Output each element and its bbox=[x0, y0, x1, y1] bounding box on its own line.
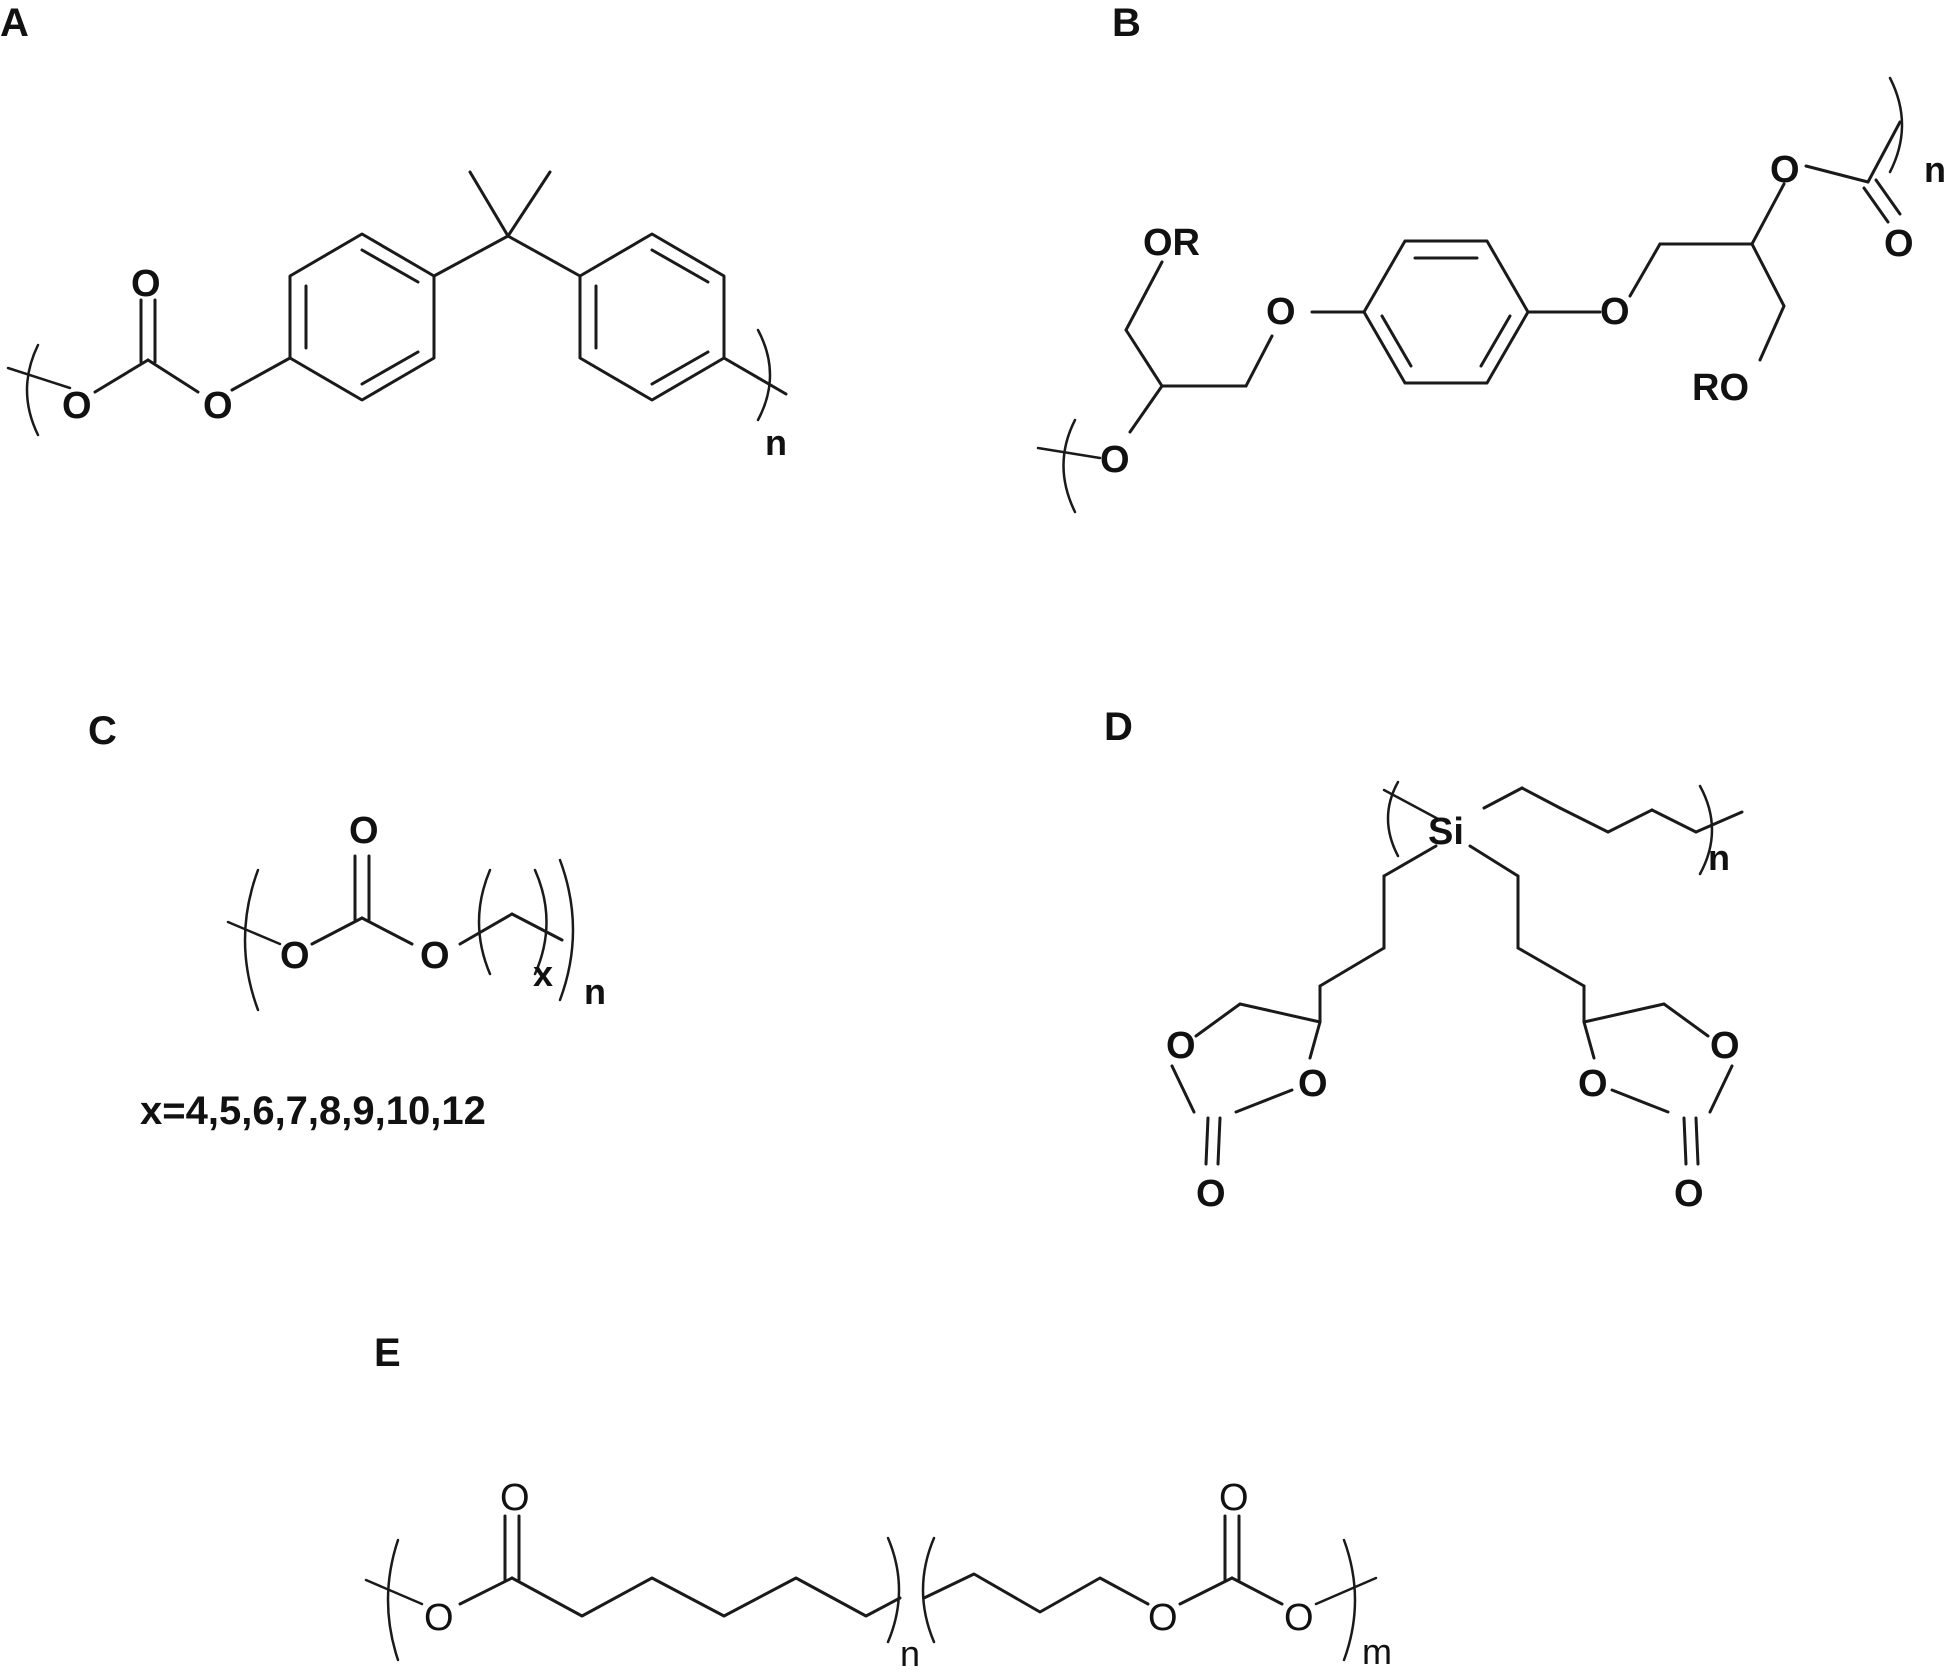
benzene-ring-1 bbox=[288, 232, 436, 402]
panel-label-d: D bbox=[1104, 705, 1133, 749]
atom-o-ring-r-left: O bbox=[1578, 1063, 1608, 1105]
bracket-left bbox=[1062, 418, 1077, 514]
note-x-values: x=4,5,6,7,8,9,10,12 bbox=[140, 1089, 486, 1133]
atom-o-carbonyl: O bbox=[349, 810, 379, 852]
bracket-right-outer bbox=[558, 858, 575, 1002]
atom-o-mid: O bbox=[1148, 1597, 1178, 1639]
bracket-right bbox=[1342, 1538, 1357, 1662]
bracket-left-outer bbox=[243, 868, 260, 1012]
atom-o-left: O bbox=[1100, 439, 1130, 481]
hexyl-chain bbox=[510, 1576, 902, 1618]
panel-a: A O O O n bbox=[0, 1, 788, 463]
methyl-2 bbox=[506, 170, 552, 238]
end-bond-left bbox=[226, 920, 282, 946]
panel-label-b: B bbox=[1112, 1, 1141, 45]
atom-o-ring-l-top: O bbox=[1166, 1025, 1196, 1067]
panel-b: B O OR O O RO O O bbox=[1036, 1, 1946, 514]
atom-o-mid-left: O bbox=[1266, 291, 1296, 333]
benzene-ring bbox=[1362, 239, 1530, 385]
bracket-right bbox=[756, 328, 772, 422]
bracket-inner-left bbox=[477, 868, 492, 976]
end-bond-left bbox=[6, 366, 72, 390]
repeat-x-c: x bbox=[533, 953, 553, 994]
end-bond-right bbox=[1314, 1576, 1378, 1606]
atom-or-top: OR bbox=[1143, 222, 1200, 264]
atom-o-ring-l-right: O bbox=[1298, 1063, 1328, 1105]
panel-c: C O O O x n x=4,5,6,7,8,9,10,12 bbox=[88, 709, 606, 1133]
end-bond-left bbox=[364, 1578, 424, 1606]
repeat-n-b: n bbox=[1924, 149, 1946, 190]
bracket-left bbox=[386, 1538, 400, 1662]
atom-o-carbonyl-r: O bbox=[1674, 1173, 1704, 1215]
benzene-ring-2 bbox=[578, 232, 726, 402]
methyl-1 bbox=[468, 170, 510, 238]
atom-o-carbonyl-l: O bbox=[1196, 1173, 1226, 1215]
repeat-n-a: n bbox=[765, 422, 787, 463]
panel-label-e: E bbox=[374, 1331, 401, 1375]
bracket-mid-right bbox=[886, 1536, 901, 1644]
bond-o-ring bbox=[230, 356, 292, 392]
panel-label-c: C bbox=[88, 709, 117, 753]
bracket-right bbox=[1698, 784, 1714, 876]
atom-o-carbonyl: O bbox=[1884, 223, 1914, 265]
bracket-mid-left bbox=[921, 1536, 936, 1644]
bracket-left bbox=[1386, 780, 1400, 858]
end-bond-left bbox=[1382, 788, 1442, 822]
atom-o-carbonyl-right: O bbox=[1219, 1477, 1249, 1519]
bond-c-o bbox=[146, 358, 200, 394]
end-bond-left bbox=[1036, 446, 1102, 460]
atom-o-left: O bbox=[424, 1597, 454, 1639]
panel-label-a: A bbox=[0, 1, 29, 45]
repeat-m-e: m bbox=[1362, 1631, 1392, 1672]
repeat-n-d: n bbox=[1708, 837, 1730, 878]
atom-ro-bottom: RO bbox=[1692, 367, 1749, 409]
atom-o-left: O bbox=[62, 385, 92, 427]
panel-d: D Si n O O O bbox=[1104, 705, 1744, 1215]
atom-o-mid-right: O bbox=[1600, 291, 1630, 333]
atom-o-carbonyl-left: O bbox=[500, 1477, 530, 1519]
bond-o-c bbox=[93, 358, 150, 394]
repeat-n-c: n bbox=[584, 971, 606, 1012]
atom-o-ring-r-top: O bbox=[1710, 1025, 1740, 1067]
atom-o-right: O bbox=[203, 385, 233, 427]
atom-o-left: O bbox=[280, 935, 310, 977]
propyl-chain bbox=[922, 1572, 1150, 1614]
bracket-left bbox=[25, 343, 40, 437]
atom-o-carbonyl: O bbox=[131, 263, 161, 305]
atom-o-right: O bbox=[420, 935, 450, 977]
panel-e: E O O n O O O m bbox=[364, 1331, 1392, 1674]
repeat-n-e: n bbox=[900, 1633, 920, 1674]
bracket-inner-right bbox=[533, 868, 548, 976]
atom-o-end: O bbox=[1284, 1597, 1314, 1639]
bracket-right bbox=[1888, 76, 1904, 174]
end-bond-right bbox=[722, 356, 788, 396]
atom-o-ester: O bbox=[1770, 149, 1800, 191]
